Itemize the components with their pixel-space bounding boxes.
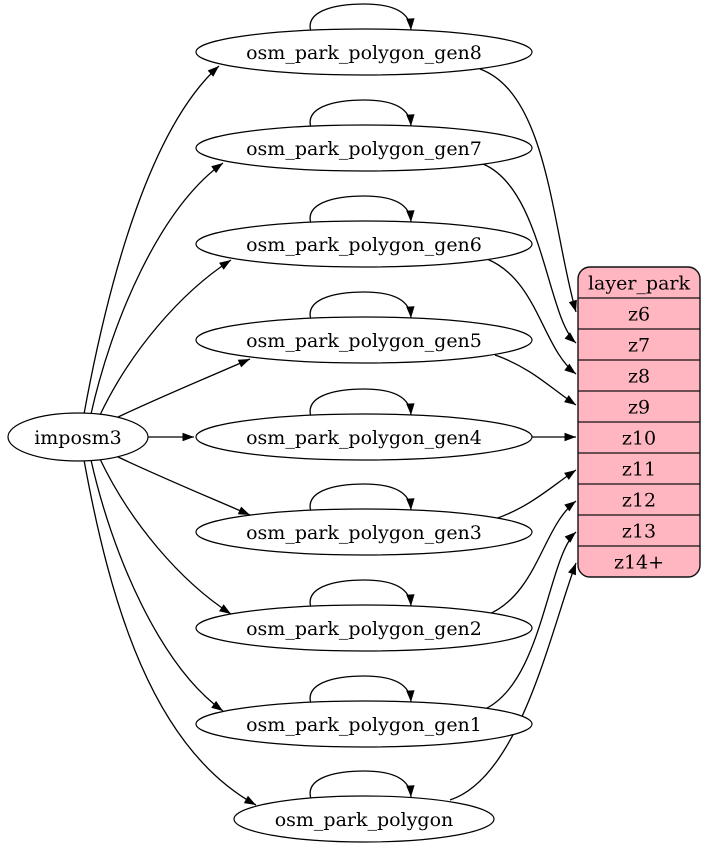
edge-imposm3-to-osm_park_polygon_gen2 — [99, 458, 232, 615]
node-osm_park_polygon_gen3-label: osm_park_polygon_gen3 — [246, 522, 482, 544]
self-loop-osm_park_polygon_gen2 — [309, 579, 415, 609]
node-osm_park_polygon: osm_park_polygon — [233, 795, 495, 843]
layer-row-z7: z7 — [628, 335, 650, 357]
edge-imposm3-to-osm_park_polygon_gen5 — [115, 358, 251, 419]
node-osm_park_polygon_gen4-shape — [195, 413, 533, 461]
node-osm_park_polygon_gen5: osm_park_polygon_gen5 — [195, 316, 533, 364]
edge-osm_park_polygon_gen1-to-z13 — [482, 531, 577, 711]
layer-row-z9: z9 — [628, 397, 650, 419]
node-osm_park_polygon_gen6-label: osm_park_polygon_gen6 — [246, 234, 482, 256]
node-osm_park_polygon_gen3: osm_park_polygon_gen3 — [195, 508, 533, 556]
node-osm_park_polygon_gen6-shape — [195, 220, 533, 268]
self-loop-osm_park_polygon_gen4 — [309, 388, 415, 418]
node-osm_park_polygon_gen2: osm_park_polygon_gen2 — [195, 604, 533, 652]
node-imposm3-shape — [7, 412, 149, 462]
node-osm_park_polygon-label: osm_park_polygon — [275, 809, 454, 831]
edge-osm_park_polygon_gen5-to-z9 — [494, 354, 577, 406]
layer-row-z11: z11 — [622, 459, 656, 481]
layer-park-table: layer_park z6 z7 z8 z9 z10 z11 z12 z13 z14+ — [577, 266, 701, 578]
edge-osm_park_polygon_gen8-to-z6 — [479, 68, 577, 313]
node-osm_park_polygon_gen7: osm_park_polygon_gen7 — [195, 124, 533, 172]
edge-imposm3-to-osm_park_polygon_gen7 — [90, 162, 224, 415]
edge-osm_park_polygon_gen3-to-z11 — [494, 469, 577, 520]
self-loop-osm_park_polygon — [309, 770, 415, 800]
node-osm_park_polygon_gen5-label: osm_park_polygon_gen5 — [246, 330, 482, 352]
edge-imposm3-to-osm_park_polygon_gen6 — [99, 259, 232, 416]
edge-osm_park_polygon-to-z14+ — [449, 562, 577, 801]
layer-row-z13: z13 — [622, 521, 656, 543]
node-osm_park_polygon_gen2-label: osm_park_polygon_gen2 — [246, 618, 482, 640]
edge-osm_park_polygon_gen7-to-z7 — [482, 163, 577, 344]
node-osm_park_polygon_gen6: osm_park_polygon_gen6 — [195, 220, 533, 268]
node-osm_park_polygon_gen2-shape — [195, 604, 533, 652]
node-osm_park_polygon_gen1: osm_park_polygon_gen1 — [195, 700, 533, 748]
node-osm_park_polygon_gen8-label: osm_park_polygon_gen8 — [246, 42, 482, 64]
node-osm_park_polygon_gen7-shape — [195, 124, 533, 172]
self-loop-osm_park_polygon_gen3 — [309, 483, 415, 513]
layer-row-z10: z10 — [622, 428, 656, 450]
edge-imposm3-to-osm_park_polygon — [83, 459, 257, 806]
node-imposm3: imposm3 — [7, 412, 149, 462]
self-loop-osm_park_polygon_gen5 — [309, 291, 415, 321]
node-osm_park_polygon_gen8: osm_park_polygon_gen8 — [195, 28, 533, 76]
self-loop-osm_park_polygon_gen7 — [309, 99, 415, 129]
node-osm_park_polygon_gen7-label: osm_park_polygon_gen7 — [246, 138, 482, 160]
node-osm_park_polygon_gen4-label: osm_park_polygon_gen4 — [246, 427, 482, 449]
node-osm_park_polygon_gen4: osm_park_polygon_gen4 — [195, 413, 533, 461]
layer-row-z8: z8 — [628, 366, 650, 388]
edge-imposm3-to-osm_park_polygon_gen1 — [90, 459, 224, 712]
node-osm_park_polygon_gen8-shape — [195, 28, 533, 76]
node-imposm3-label: imposm3 — [34, 427, 122, 449]
self-loop-osm_park_polygon_gen1 — [309, 675, 415, 705]
layer-row-z12: z12 — [622, 490, 656, 512]
node-osm_park_polygon_gen5-shape — [195, 316, 533, 364]
node-osm_park_polygon_gen1-shape — [195, 700, 533, 748]
layer-row-z6: z6 — [628, 304, 650, 326]
node-osm_park_polygon-shape — [233, 795, 495, 843]
layer-park-title: layer_park — [588, 273, 691, 295]
node-osm_park_polygon_gen3-shape — [195, 508, 533, 556]
self-loop-osm_park_polygon_gen6 — [309, 195, 415, 225]
layer-row-z14+: z14+ — [614, 552, 664, 574]
edge-osm_park_polygon_gen2-to-z12 — [486, 500, 577, 616]
edge-imposm3-to-osm_park_polygon_gen8 — [83, 65, 220, 415]
edge-imposm3-to-osm_park_polygon_gen3 — [115, 455, 251, 516]
node-osm_park_polygon_gen1-label: osm_park_polygon_gen1 — [246, 714, 482, 736]
self-loop-osm_park_polygon_gen8 — [309, 3, 415, 33]
edge-osm_park_polygon_gen6-to-z8 — [486, 258, 577, 375]
